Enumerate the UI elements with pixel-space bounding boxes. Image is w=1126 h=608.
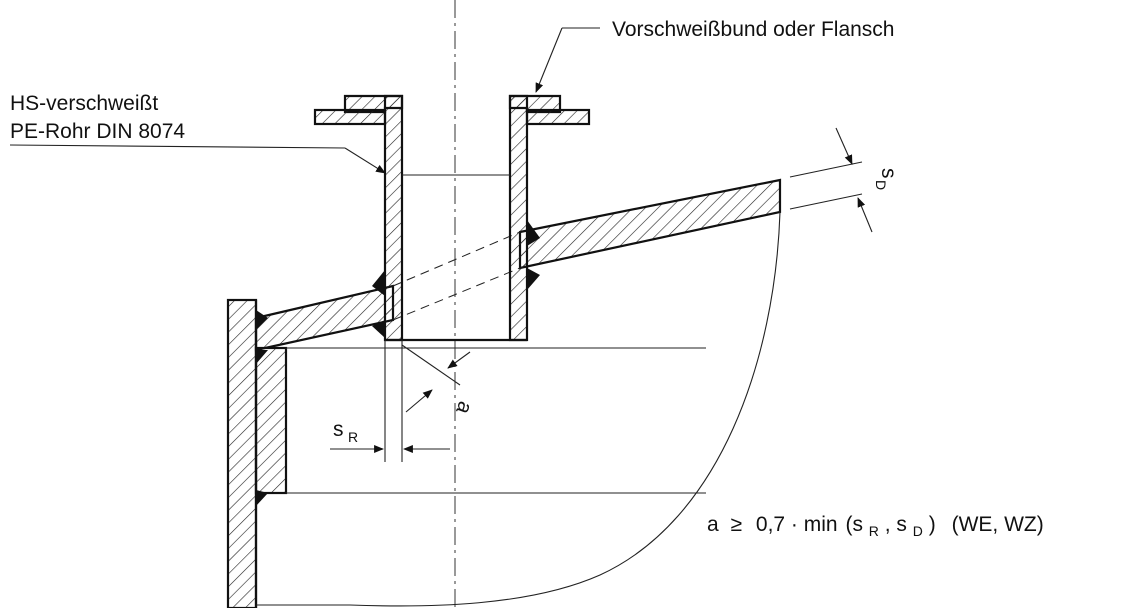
weld-throat-dimension [401, 344, 471, 413]
flange-leader-arrow [535, 27, 563, 93]
pipe-label-line1: HS-verschweißt [10, 92, 158, 115]
flange-label: Vorschweißbund oder Flansch [612, 18, 895, 41]
sd-dimension [789, 127, 873, 233]
pipe-label-line2: PE-Rohr DIN 8074 [10, 120, 185, 143]
vessel-contour [256, 211, 781, 607]
nozzle-pipe [383, 94, 529, 342]
svg-text:D: D [873, 180, 889, 190]
svg-text:s: s [877, 168, 900, 179]
weld-seams [256, 220, 540, 506]
vessel-wall [226, 298, 288, 608]
svg-text:R: R [348, 429, 358, 445]
flange [313, 94, 591, 126]
svg-text:s: s [333, 418, 344, 441]
sr-label: s R [333, 418, 358, 445]
sd-label: s D [873, 168, 900, 190]
svg-text:a ≥ 0,7 · min: a ≥ 0,7 · min (s R , s D ) (WE, WZ) [707, 513, 1044, 541]
formula: a ≥ 0,7 · min (s R , s D ) (WE, WZ) [707, 513, 1044, 541]
pipe-leader-arrow [344, 147, 386, 174]
sr-dimension [330, 340, 450, 462]
pipe-leader [9, 144, 346, 149]
